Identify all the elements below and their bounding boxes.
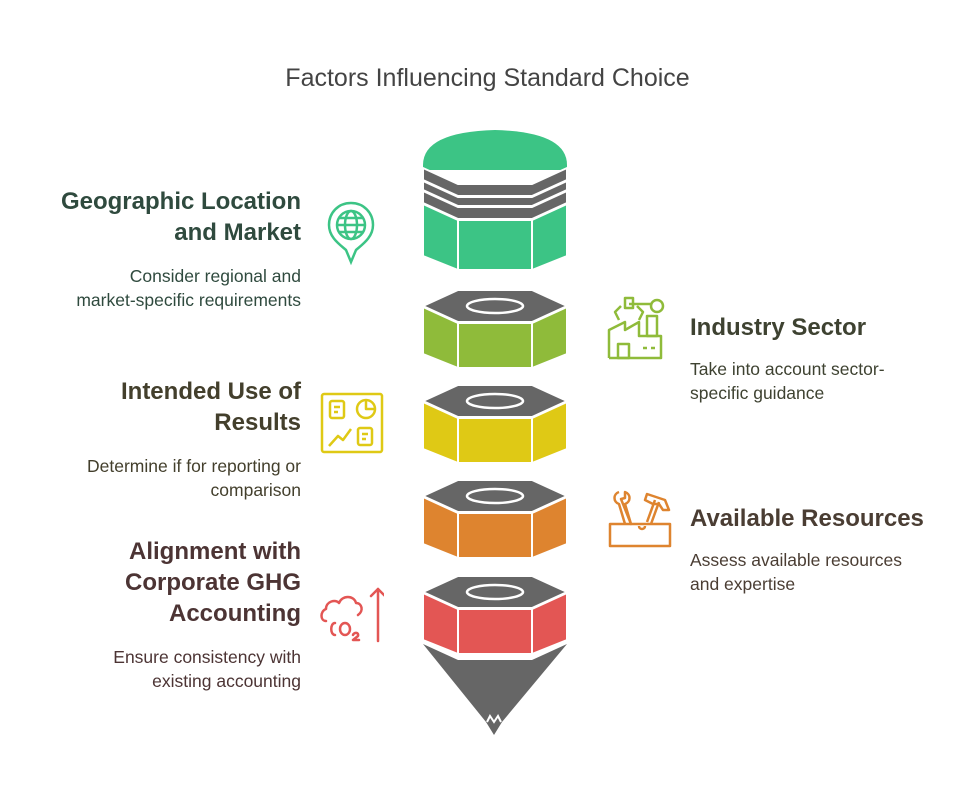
nut-segment-red: [420, 575, 570, 656]
nut-right-face: [531, 305, 568, 370]
toolbox-wrench-hammer-icon: [608, 490, 672, 548]
factor-heading: Geographic Location and Market: [60, 188, 301, 246]
factor-available-resources: Available Resources Assess available res…: [690, 503, 960, 596]
nut-segment-orange: [420, 479, 570, 560]
nut-front-face: [457, 512, 533, 559]
nut-hole: [465, 583, 525, 601]
eraser-cap-green: [422, 130, 568, 272]
factor-description: Consider regional and market-specific re…: [76, 266, 301, 310]
nut-right-face: [531, 495, 568, 560]
nut-front-face: [457, 417, 533, 464]
nut-hole: [465, 487, 525, 505]
factor-description: Take into account sector- specific guida…: [690, 359, 885, 403]
nut-right-face: [531, 400, 568, 465]
nut-right-face: [531, 591, 568, 656]
factor-industry-sector: Industry Sector Take into account sector…: [690, 312, 960, 405]
factor-geographic-location: Geographic Location and Market Consider …: [1, 186, 301, 312]
factor-description: Ensure consistency with existing account…: [113, 647, 301, 691]
factory-robot-arm-icon: [607, 296, 665, 360]
dashboard-report-icon: [320, 392, 384, 454]
nut-hole: [465, 297, 525, 315]
factor-heading: Intended Use of Results: [120, 378, 301, 436]
pencil-tip: [423, 644, 567, 735]
nut-segment-yellow: [420, 384, 570, 465]
factor-heading: Industry Sector: [690, 314, 867, 341]
diagram-title: Factors Influencing Standard Choice: [285, 64, 690, 92]
co2-cloud-rising-icon: [320, 587, 384, 643]
factor-heading: Alignment with Corporate GHG Accounting: [124, 538, 301, 627]
nut-front-face: [457, 608, 533, 655]
nut-segment-lime: [420, 289, 570, 370]
factor-heading: Available Resources: [690, 505, 924, 532]
factor-description: Determine if for reporting or comparison: [87, 456, 301, 500]
nut-hole: [465, 392, 525, 410]
factor-corporate-ghg-alignment: Alignment with Corporate GHG Accounting …: [1, 536, 301, 693]
nut-front-face: [457, 322, 533, 369]
globe-location-pin-icon: [327, 201, 375, 266]
factor-intended-use: Intended Use of Results Determine if for…: [1, 376, 301, 502]
factor-description: Assess available resources and expertise: [690, 550, 903, 594]
